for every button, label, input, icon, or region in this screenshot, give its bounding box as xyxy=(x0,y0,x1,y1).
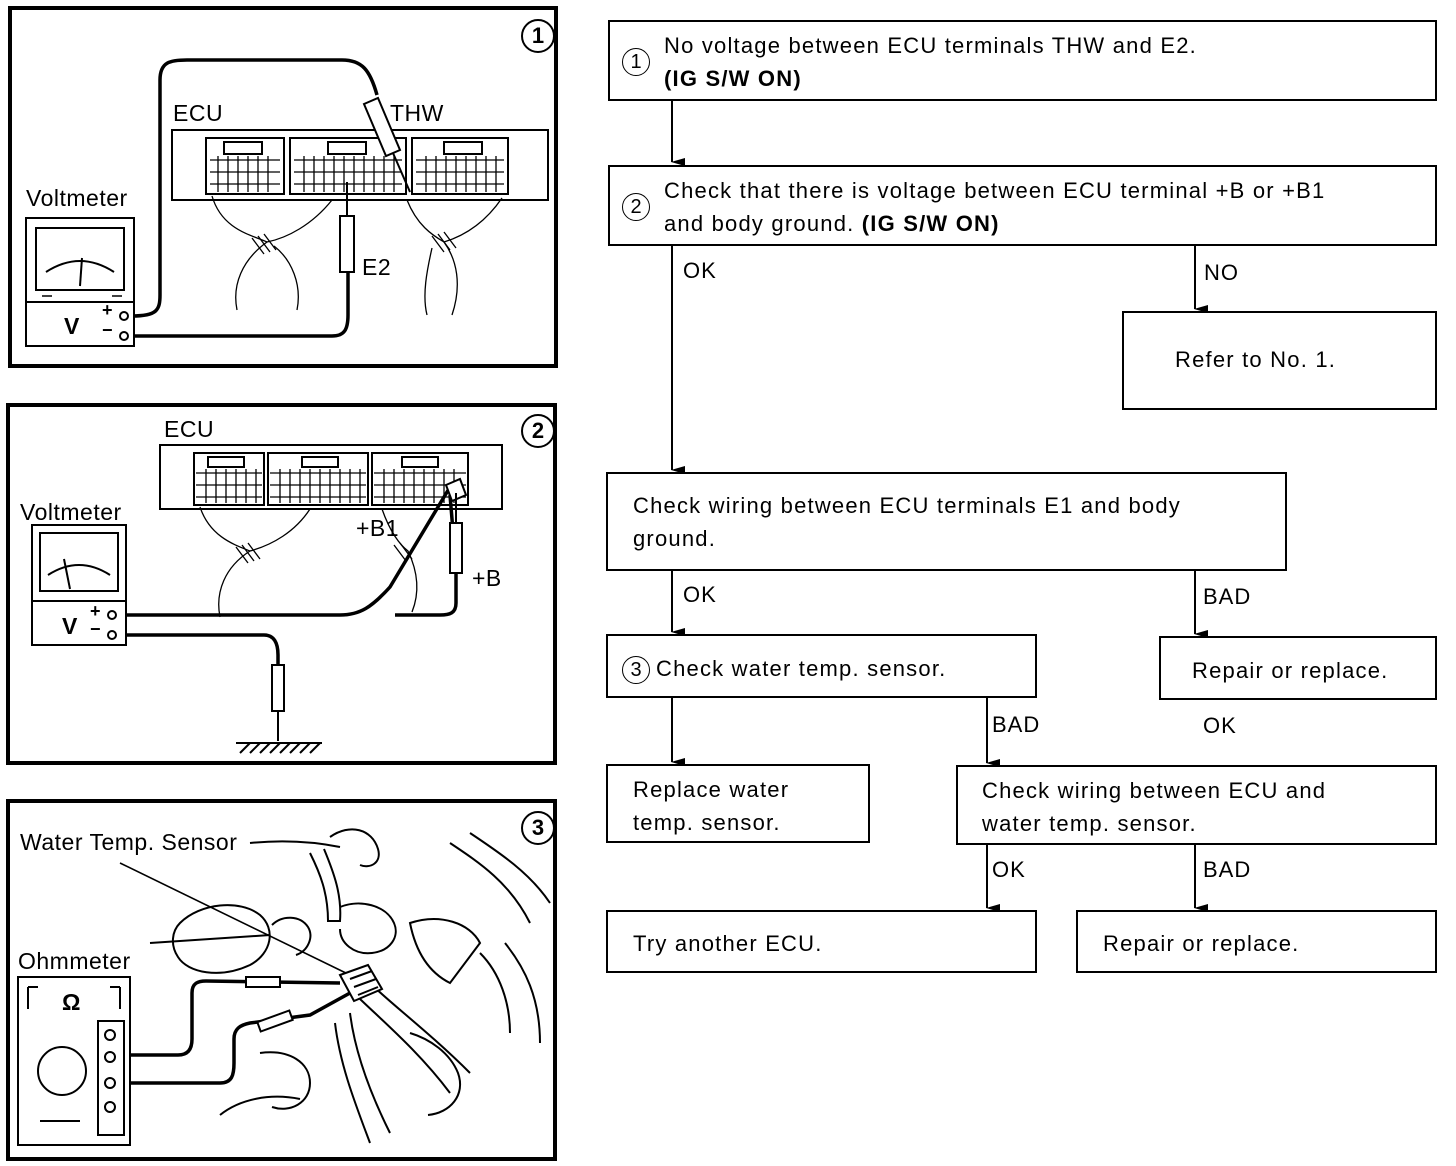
minus-terminal-label: − xyxy=(90,619,102,639)
voltmeter-label: Voltmeter xyxy=(26,185,128,211)
voltmeter-label: Voltmeter xyxy=(20,499,122,525)
branch-label-ok: OK xyxy=(683,582,717,607)
branch-label-ok: OK xyxy=(683,258,717,283)
step1-text: No voltage between ECU terminals THW and… xyxy=(664,33,1197,58)
voltmeter-thw-e2-illustration xyxy=(25,58,549,347)
repair-text-2: Repair or replace. xyxy=(1103,931,1300,956)
step1-condition: (IG S/W ON) xyxy=(664,66,802,91)
wiring-sensor-text-cont: water temp. sensor. xyxy=(982,811,1197,836)
wiring-e1-box: Check wiring between ECU terminals E1 an… xyxy=(606,472,1287,571)
plus-terminal-label: + xyxy=(102,300,114,320)
panel-3-number: 3 xyxy=(521,811,555,845)
branch-label-ok: OK xyxy=(992,857,1026,882)
branch-label-bad: BAD xyxy=(1203,857,1252,882)
step2-box: 2 Check that there is voltage between EC… xyxy=(608,165,1437,246)
thw-label: THW xyxy=(390,100,444,126)
panel-1-number: 1 xyxy=(521,19,555,53)
minus-terminal-label: − xyxy=(102,320,114,340)
illustration-panel-1: 1 ECU THW Voltmeter E2 V + − xyxy=(8,6,558,368)
wiring-sensor-box: Check wiring between ECU and water temp.… xyxy=(956,765,1437,845)
step2-text: Check that there is voltage between ECU … xyxy=(664,178,1326,203)
panel-2-number: 2 xyxy=(521,414,555,448)
ecu-label: ECU xyxy=(164,416,215,442)
plus-terminal-label: + xyxy=(90,601,102,621)
e2-label: E2 xyxy=(362,254,392,280)
volt-symbol: V xyxy=(64,313,80,339)
water-temp-sensor-label: Water Temp. Sensor xyxy=(20,829,238,855)
try-ecu-text: Try another ECU. xyxy=(633,931,823,956)
illustration-panel-2: 2 ECU Voltmeter +B1 +B V + − xyxy=(6,403,557,765)
replace-sensor-box: Replace water temp. sensor. xyxy=(606,764,870,843)
branch-label-ok: OK xyxy=(1203,713,1237,738)
branch-label-bad: BAD xyxy=(1203,584,1252,609)
branch-label-no: NO xyxy=(1204,260,1239,285)
volt-symbol: V xyxy=(62,613,78,639)
repair-box-2: Repair or replace. xyxy=(1076,910,1437,973)
ohm-symbol: Ω xyxy=(62,989,81,1015)
step3-text: Check water temp. sensor. xyxy=(656,656,947,681)
repair-box-1: Repair or replace. xyxy=(1159,636,1437,700)
wiring-e1-text: Check wiring between ECU terminals E1 an… xyxy=(633,493,1181,518)
ohmmeter-label: Ohmmeter xyxy=(18,948,131,974)
voltmeter-b-b1-illustration xyxy=(31,444,503,754)
b-terminal-label: +B xyxy=(472,565,502,591)
try-ecu-box: Try another ECU. xyxy=(606,910,1037,973)
branch-label-bad: BAD xyxy=(992,712,1041,737)
ecu-label: ECU xyxy=(173,100,224,126)
step2-text-cont: and body ground. xyxy=(664,211,862,236)
repair-text-1: Repair or replace. xyxy=(1192,658,1389,683)
replace-sensor-text: Replace water xyxy=(633,777,790,802)
replace-sensor-text-cont: temp. sensor. xyxy=(633,810,781,835)
ohmmeter-sensor-illustration xyxy=(17,828,551,1146)
illustration-panel-3: 3 Water Temp. Sensor Ohmmeter Ω xyxy=(6,799,557,1161)
step1-box: 1 No voltage between ECU terminals THW a… xyxy=(608,20,1437,101)
step2-number: 2 xyxy=(622,193,650,221)
step1-number: 1 xyxy=(622,48,650,76)
wiring-sensor-text: Check wiring between ECU and xyxy=(982,778,1327,803)
refer-box: Refer to No. 1. xyxy=(1122,311,1437,410)
b1-terminal-label: +B1 xyxy=(356,515,400,541)
step2-condition: (IG S/W ON) xyxy=(861,211,1000,236)
wiring-e1-text-cont: ground. xyxy=(633,526,717,551)
refer-text: Refer to No. 1. xyxy=(1175,347,1337,372)
step3-number: 3 xyxy=(622,656,650,685)
